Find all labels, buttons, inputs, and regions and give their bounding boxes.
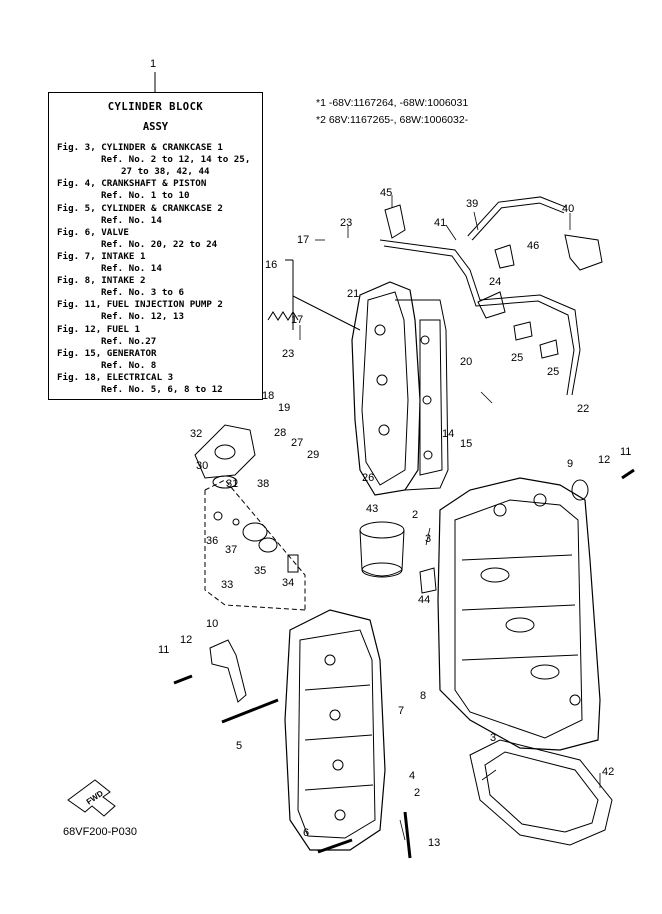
callout-label: 16 [265, 259, 278, 271]
callout-label: 22 [577, 403, 590, 415]
callout-label: 35 [254, 565, 267, 577]
callout-label: 41 [434, 217, 447, 229]
callout-label: 17 [291, 314, 304, 326]
info-box-line: Fig. 4, CRANKSHAFT & PISTON [57, 178, 207, 190]
info-box-line: Fig. 3, CYLINDER & CRANKCASE 1 [57, 142, 223, 153]
diagram-code: 68VF200-P030 [63, 826, 137, 838]
callout-label: 32 [190, 428, 203, 440]
callout-label: 3 [425, 533, 432, 545]
callout-label: 40 [562, 203, 575, 215]
callout-label: 28 [274, 427, 287, 439]
callout-label: 5 [236, 740, 243, 752]
callout-label: 29 [307, 449, 320, 461]
info-box-line: Fig. 5, CYLINDER & CRANKCASE 2 [57, 202, 223, 214]
note-1: *1 -68V:1167264, -68W:1006031 [316, 97, 469, 109]
callout-label: 20 [460, 356, 473, 368]
callout-label: 2 [412, 509, 419, 521]
callout-label: 18 [262, 390, 275, 402]
callout-label: 4 [409, 770, 416, 782]
info-box-line: Fig. 15, GENERATOR [57, 347, 157, 359]
callout-label: 25 [547, 366, 560, 378]
callout-label: 45 [380, 187, 393, 199]
callout-label: 43 [366, 503, 379, 515]
callout-label: 2 [414, 787, 421, 799]
callout-label: 8 [420, 690, 427, 702]
callout-label: 13 [428, 837, 441, 849]
callout-label: 27 [291, 437, 304, 449]
callout-label: 6 [303, 827, 310, 839]
callout-label: 30 [196, 460, 209, 472]
info-box-line: Ref. No. 14 [101, 214, 162, 226]
info-box-line: Ref. No. 2 to 12, 14 to 25, [101, 154, 251, 166]
callout-label: 12 [598, 454, 611, 466]
callout-label: 24 [489, 276, 502, 288]
info-box-line: Fig. 6, VALVE [57, 226, 129, 238]
info-box-line: Ref. No. 5, 6, 8 to 12 [101, 384, 223, 395]
callout-label: 42 [602, 766, 615, 778]
info-box-line: Fig. 8, INTAKE 2 [57, 275, 146, 287]
callout-label: 44 [418, 594, 431, 606]
info-box-subtitle: ASSY [142, 121, 169, 133]
info-box-line: 27 to 38, 42, 44 [121, 166, 210, 178]
info-box-line: Fig. 11, FUEL INJECTION PUMP 2 [57, 299, 223, 311]
callout-label: 25 [511, 352, 524, 364]
info-box-line: Fig. 12, FUEL 1 [57, 323, 140, 335]
callout-label: 46 [527, 240, 540, 252]
callout-label: 31 [226, 478, 239, 490]
callout-label: 11 [620, 446, 632, 458]
info-box-line: Ref. No. 14 [101, 263, 162, 274]
callout-label: 38 [257, 478, 270, 490]
info-box-line: Fig. 18, ELECTRICAL 3 [57, 371, 174, 383]
info-box-line: Ref. No. 3 to 6 [101, 287, 184, 299]
callout-label: 17 [297, 234, 310, 246]
callout-1: 1 [150, 58, 157, 70]
callout-label: 9 [567, 458, 574, 470]
callout-label: 23 [340, 217, 353, 229]
callout-label: 12 [180, 634, 193, 646]
callout-label: 7 [398, 705, 405, 717]
callout-label: 3 [490, 732, 497, 744]
callout-label: 39 [466, 198, 479, 210]
info-box-title: CYLINDER BLOCK [107, 101, 204, 113]
info-box-line: Ref. No. 20, 22 to 24 [101, 238, 218, 250]
callout-label: 15 [460, 438, 473, 450]
callout-label: 19 [278, 402, 291, 414]
callout-label: 10 [206, 618, 219, 630]
callout-label: 36 [206, 535, 219, 547]
callout-label: 21 [347, 288, 360, 300]
callout-label: 23 [282, 348, 295, 360]
note-2: *2 68V:1167265-, 68W:1006032- [316, 114, 469, 126]
info-box-line: Ref. No. 12, 13 [101, 311, 184, 323]
info-box-line: Ref. No. 1 to 10 [101, 190, 190, 202]
callout-label: 33 [221, 579, 234, 591]
info-box-line: Ref. No.27 [101, 335, 157, 347]
info-box-line: Fig. 7, INTAKE 1 [57, 250, 146, 262]
info-box-line: Ref. No. 8 [101, 359, 157, 371]
callout-label: 14 [442, 428, 455, 440]
callout-label: 34 [282, 577, 295, 589]
cylinder-block-info-box: CYLINDER BLOCK ASSY Fig. 3, CYLINDER & C… [48, 92, 263, 400]
callout-label: 37 [225, 544, 238, 556]
callout-label: 11 [158, 644, 170, 656]
callout-label: 26 [362, 472, 375, 484]
